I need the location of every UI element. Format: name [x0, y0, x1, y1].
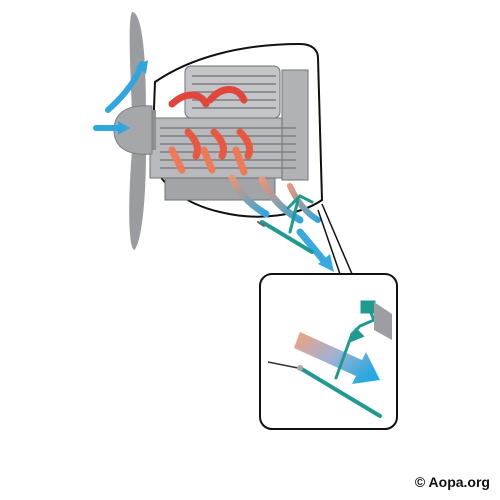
- arrow-icon: [118, 121, 130, 135]
- hot-air-arrow: [232, 146, 248, 176]
- cylinder-fins: [160, 75, 296, 169]
- propeller-spinner: [113, 105, 153, 155]
- propeller-blade-lower: [129, 150, 146, 250]
- hot-air-arrow: [168, 146, 186, 174]
- cowl-flap-detail-inset: [259, 273, 398, 430]
- cowl-flap-panel: [260, 220, 314, 254]
- inset-airflow-arrow: [294, 332, 380, 384]
- propeller-blade-upper: [129, 12, 146, 110]
- hot-air-arrow: [206, 86, 248, 104]
- warm-air-arrow: [287, 183, 321, 223]
- warm-air-arrow: [258, 176, 304, 224]
- warm-air-arrow: [228, 174, 270, 218]
- arrow-icon: [136, 60, 148, 74]
- hot-air-arrows: [168, 86, 254, 176]
- inset-cowl-flap-linkage: [334, 300, 376, 380]
- hot-air-arrow: [236, 128, 254, 160]
- engine-sump: [164, 177, 276, 201]
- inset-linkage-hinge: [349, 327, 365, 343]
- exit-air-arrow: [296, 228, 329, 266]
- cowl-flap-icon: [257, 194, 314, 254]
- inset-linkage-rod: [334, 332, 354, 380]
- inset-cowl-flap-panel: [298, 366, 382, 418]
- hot-air-arrow: [168, 91, 210, 108]
- cowl-flap-rod: [288, 198, 300, 234]
- hot-air-arrow: [184, 128, 202, 160]
- exit-airflow: [228, 174, 334, 272]
- cowl-flap-pivot-line: [257, 221, 265, 227]
- hot-air-arrow: [200, 146, 216, 174]
- inset-housing-wall: [374, 302, 392, 340]
- inset-pivot-wire: [267, 361, 299, 369]
- inset-pivot-point: [297, 365, 303, 371]
- cowl-flap-linkage: [286, 194, 314, 210]
- arrow-icon: [318, 254, 334, 272]
- credit-label: © Aopa.org: [414, 474, 490, 490]
- intake-airflow: [93, 60, 148, 135]
- hot-air-arrow: [210, 128, 228, 160]
- engine-accessory-case: [281, 69, 309, 181]
